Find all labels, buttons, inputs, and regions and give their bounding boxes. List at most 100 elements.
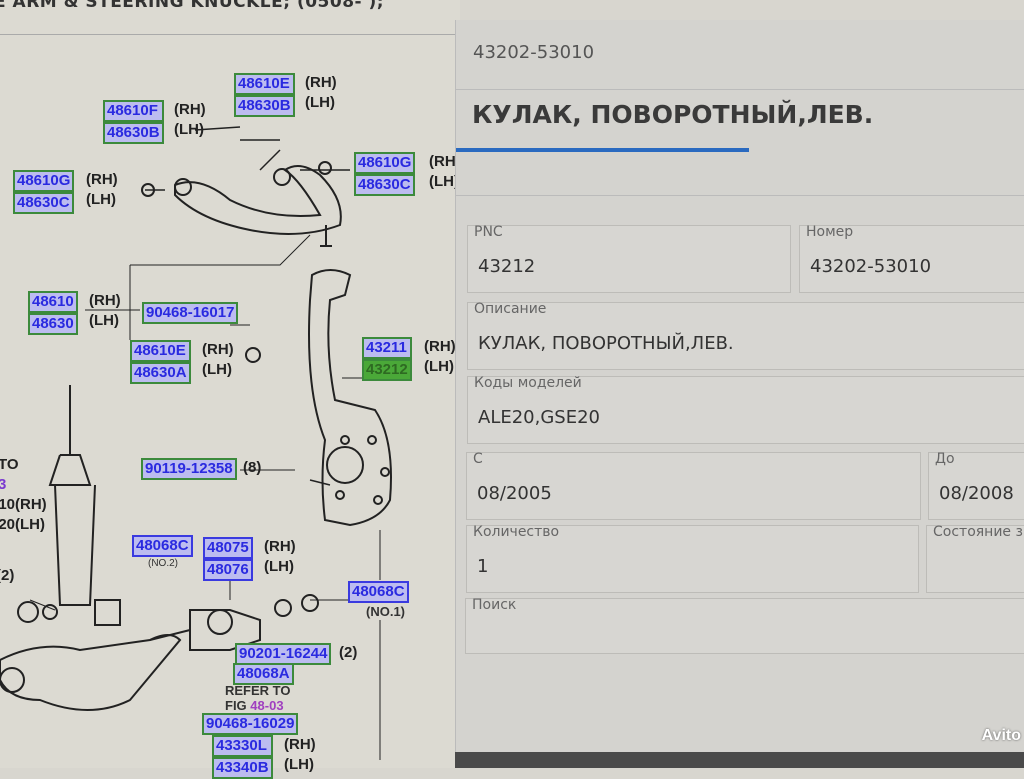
part-group-48610F-48630B: 48610F 48630B (103, 100, 164, 144)
part-link[interactable]: 48630C (354, 174, 416, 196)
field-label: Описание (474, 301, 547, 317)
title-underline (456, 148, 749, 152)
part-details-panel: 43202-53010 КУЛАК, ПОВОРОТНЫЙ,ЛЕВ. PNC 4… (455, 20, 1024, 755)
state-field[interactable]: Состояние з (926, 524, 1024, 593)
side-rh: (RH) (305, 74, 337, 91)
part-link[interactable]: 48610G (13, 170, 75, 192)
part-link[interactable]: 48068C (132, 535, 193, 557)
part-group-48610-48630: 48610 48630 (28, 291, 78, 335)
quantity-field[interactable]: Количество 1 (466, 524, 919, 593)
header-part-number: 43202-53010 (473, 42, 595, 63)
part-group-48610E-48630A: 48610E 48630A (130, 340, 191, 384)
divider (0, 34, 460, 35)
note: (NO.2) (148, 558, 178, 569)
from-date-field[interactable]: С 08/2005 (466, 451, 921, 520)
field-value: 08/2005 (477, 483, 552, 504)
side-lh: (LH) (305, 94, 335, 111)
part-link[interactable]: 90468-16029 (202, 713, 299, 735)
part-link[interactable]: 48076 (203, 559, 253, 581)
side-lh: (LH) (424, 358, 454, 375)
field-label: Состояние з (933, 524, 1023, 540)
side-rh: (RH) (89, 292, 121, 309)
side-lh: (LH) (202, 361, 232, 378)
part-group-48610E-48630B: 48610E 48630B (234, 73, 295, 117)
side-lh: (LH) (86, 191, 116, 208)
part-group-43211-43212: 43211 43212 (362, 337, 412, 381)
field-label: С (473, 451, 483, 467)
pnc-field[interactable]: PNC 43212 (467, 224, 791, 293)
panel-header (456, 20, 1024, 90)
screen-bezel (455, 752, 1024, 768)
fig-link[interactable]: 48-03 (250, 698, 284, 713)
side-lh: (LH) (284, 756, 314, 773)
part-link[interactable]: 90119-12358 (141, 458, 237, 480)
diagram-title: E ARM & STEERING KNUCKLE; (0508- ); (0, 0, 385, 12)
refer-text: REFER TO (225, 683, 291, 698)
part-link[interactable]: 48630B (234, 95, 295, 117)
part-link[interactable]: 48630C (13, 192, 75, 214)
fig-text: FIG (225, 698, 247, 713)
part-link[interactable]: 48610F (103, 100, 164, 122)
field-label: Коды моделей (474, 375, 582, 391)
refer-note: REFER TO FIG 48-03 (225, 683, 291, 713)
side-lh: (LH) (89, 312, 119, 329)
side-rh: (RH) (174, 101, 206, 118)
side-lh: (LH) (429, 173, 459, 190)
part-link[interactable]: 48610G (354, 152, 416, 174)
part-link[interactable]: 48610E (234, 73, 295, 95)
part-group-48075-48076: 48075 48076 (203, 537, 253, 581)
part-link[interactable]: 48610 (28, 291, 78, 313)
text: 520(LH) (0, 516, 46, 533)
quantity: (2) (339, 644, 358, 661)
side-lh: (LH) (174, 121, 204, 138)
field-value: КУЛАК, ПОВОРОТНЫЙ,ЛЕВ. (478, 333, 734, 354)
part-link[interactable]: 48075 (203, 537, 253, 559)
diagram-drawing (0, 126, 392, 760)
description-field[interactable]: Описание КУЛАК, ПОВОРОТНЫЙ,ЛЕВ. (467, 301, 1024, 370)
text: 510(RH) (0, 496, 47, 513)
part-title: КУЛАК, ПОВОРОТНЫЙ,ЛЕВ. (472, 100, 874, 129)
side-rh: (RH) (86, 171, 118, 188)
part-link[interactable]: 43330L (212, 735, 273, 757)
side-rh: (RH) (424, 338, 456, 355)
part-link[interactable]: 90201-16244 (235, 643, 332, 665)
field-label: PNC (474, 224, 503, 240)
quantity: (8) (243, 459, 262, 476)
field-value: 08/2008 (939, 483, 1014, 504)
quantity: (2) (0, 567, 15, 584)
part-link-selected[interactable]: 43212 (362, 359, 412, 381)
note: (NO.1) (366, 604, 405, 619)
left-partial-ref: TO 3 510(RH) 520(LH) (0, 455, 47, 535)
side-rh: (RH) (264, 538, 296, 555)
field-value: 1 (477, 556, 489, 577)
field-label: Номер (806, 224, 854, 240)
field-value: 43212 (478, 256, 536, 277)
part-link[interactable]: 43340B (212, 757, 273, 779)
number-field[interactable]: Номер 43202-53010 (799, 224, 1024, 293)
search-field[interactable]: Поиск (465, 597, 1024, 654)
field-value: 43202-53010 (810, 256, 932, 277)
part-link[interactable]: 43211 (362, 337, 412, 359)
part-link[interactable]: 48630A (130, 362, 191, 384)
field-label: Поиск (472, 597, 517, 613)
field-label: До (935, 451, 955, 467)
part-group-48610G-48630C-right: 48610G 48630C (354, 152, 416, 196)
part-link[interactable]: 90468-16017 (142, 302, 239, 324)
part-link[interactable]: 48610E (130, 340, 191, 362)
divider (456, 195, 1024, 196)
part-link[interactable]: 48630B (103, 122, 164, 144)
field-value: ALE20,GSE20 (478, 407, 600, 428)
link[interactable]: 3 (0, 476, 7, 493)
models-field[interactable]: Коды моделей ALE20,GSE20 (467, 375, 1024, 444)
side-rh: (RH) (429, 153, 461, 170)
part-group-48610G-48630C-left: 48610G 48630C (13, 170, 75, 214)
side-lh: (LH) (264, 558, 294, 575)
text: TO (0, 456, 19, 473)
part-link[interactable]: 48068C (348, 581, 409, 603)
part-link[interactable]: 48630 (28, 313, 78, 335)
side-rh: (RH) (284, 736, 316, 753)
parts-diagram: E ARM & STEERING KNUCKLE; (0508- ); 4861… (0, 0, 461, 779)
part-link[interactable]: 48068A (233, 663, 294, 685)
field-label: Количество (473, 524, 560, 540)
to-date-field[interactable]: До 08/2008 (928, 451, 1024, 520)
